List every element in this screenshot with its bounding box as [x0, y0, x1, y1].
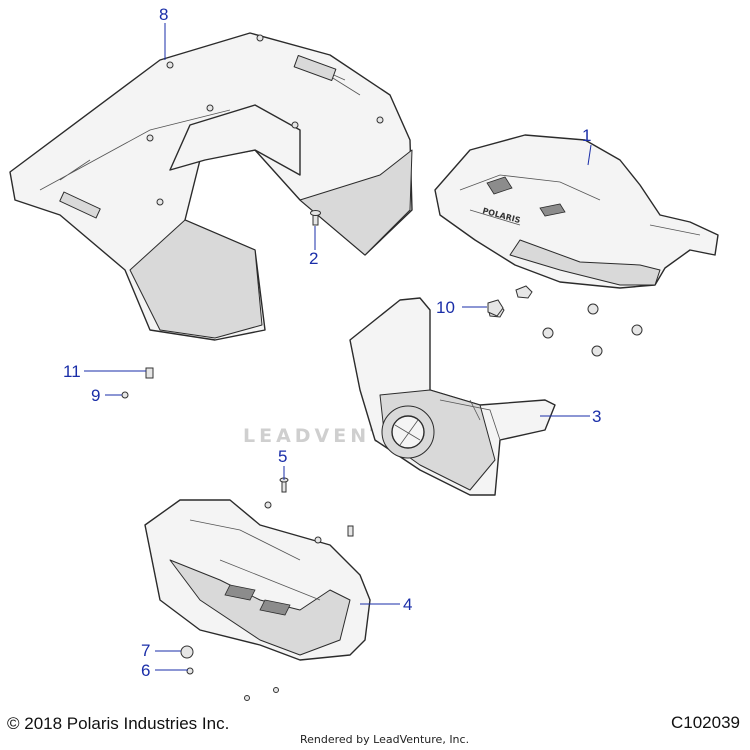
cap-7-part[interactable] [180, 645, 194, 659]
callout-4[interactable]: 4 [403, 595, 413, 614]
callout-7[interactable]: 7 [141, 641, 151, 660]
copyright-text: © 2018 Polaris Industries Inc. [7, 714, 230, 733]
washer-6-part[interactable] [186, 667, 194, 675]
callout-11[interactable]: 11 [63, 362, 81, 381]
screw-5-part[interactable] [279, 477, 289, 493]
callout-9[interactable]: 9 [91, 386, 101, 405]
push-rivet-part[interactable] [310, 210, 321, 226]
fastener-11-part[interactable] [145, 367, 154, 379]
loose-fastener [273, 687, 279, 693]
lower-box-part[interactable] [144, 499, 371, 661]
rear-fender-part[interactable] [9, 32, 413, 341]
callout-2[interactable]: 2 [309, 249, 319, 268]
fastener-9-part[interactable] [121, 391, 129, 399]
callout-5[interactable]: 5 [278, 447, 288, 466]
callout-10[interactable]: 10 [436, 298, 455, 317]
callout-1[interactable]: 1 [582, 126, 592, 145]
callout-3[interactable]: 3 [592, 407, 602, 426]
clip-part[interactable] [487, 299, 504, 317]
storage-box-part[interactable] [349, 297, 556, 496]
loose-fastener [244, 695, 250, 701]
seat-part[interactable]: POLARIS [434, 134, 719, 289]
leader-lines [84, 23, 592, 671]
rendered-by-text: Rendered by LeadVenture, Inc. [300, 733, 470, 746]
bumpers-group [487, 285, 643, 357]
diagram-id: C102039 [670, 713, 740, 732]
callout-8[interactable]: 8 [159, 5, 169, 24]
callout-6[interactable]: 6 [141, 661, 151, 680]
